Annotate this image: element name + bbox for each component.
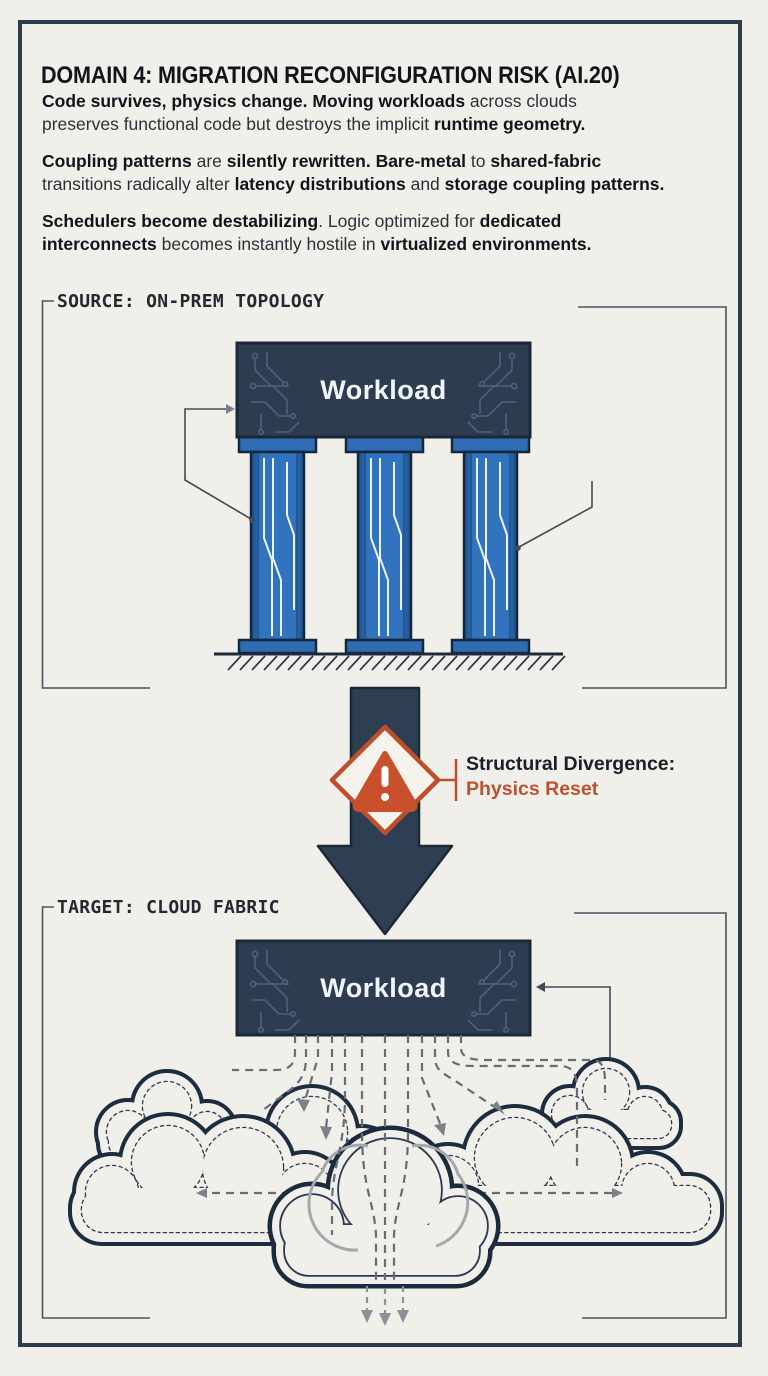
server-pillars bbox=[237, 435, 531, 655]
page-title: DOMAIN 4: MIGRATION RECONFIGURATION RISK… bbox=[41, 62, 620, 90]
source-workload-label: Workload bbox=[320, 374, 447, 405]
warning-triangle-icon bbox=[352, 751, 418, 812]
ground-hatching bbox=[214, 652, 566, 671]
source-topology-diagram bbox=[184, 341, 593, 671]
structural-divergence-callout bbox=[329, 724, 458, 836]
target-workload-label: Workload bbox=[320, 972, 447, 1003]
source-callout-lines bbox=[184, 404, 593, 551]
source-workload-box bbox=[235, 341, 532, 439]
source-section-label: SOURCE: ON-PREM TOPOLOGY bbox=[57, 291, 325, 312]
target-cloud-diagram bbox=[72, 939, 720, 1326]
fabric-flow-lines bbox=[232, 1035, 607, 1280]
lateral-spread-arrows bbox=[196, 1188, 623, 1198]
target-workload-box bbox=[235, 939, 532, 1037]
paragraph-code-survives: Code survives, physics change. Moving wo… bbox=[42, 91, 586, 135]
divergence-subtitle: Physics Reset bbox=[466, 778, 599, 800]
section-brackets bbox=[41, 300, 727, 1319]
divergence-title: Structural Divergence: bbox=[466, 753, 676, 775]
divergence-callout-text: Structural Divergence: Physics Reset bbox=[466, 752, 675, 802]
paragraph-coupling-patterns: Coupling patterns are silently rewritten… bbox=[42, 151, 665, 195]
exit-arrows bbox=[361, 1286, 409, 1326]
intro-paragraphs: Code survives, physics change. Moving wo… bbox=[42, 90, 742, 271]
cloud-gray-overlay bbox=[307, 1143, 470, 1252]
paragraph-schedulers: Schedulers become destabilizing. Logic o… bbox=[42, 211, 592, 255]
target-section-label: TARGET: CLOUD FABRIC bbox=[57, 897, 280, 918]
poster-frame bbox=[18, 20, 742, 1347]
